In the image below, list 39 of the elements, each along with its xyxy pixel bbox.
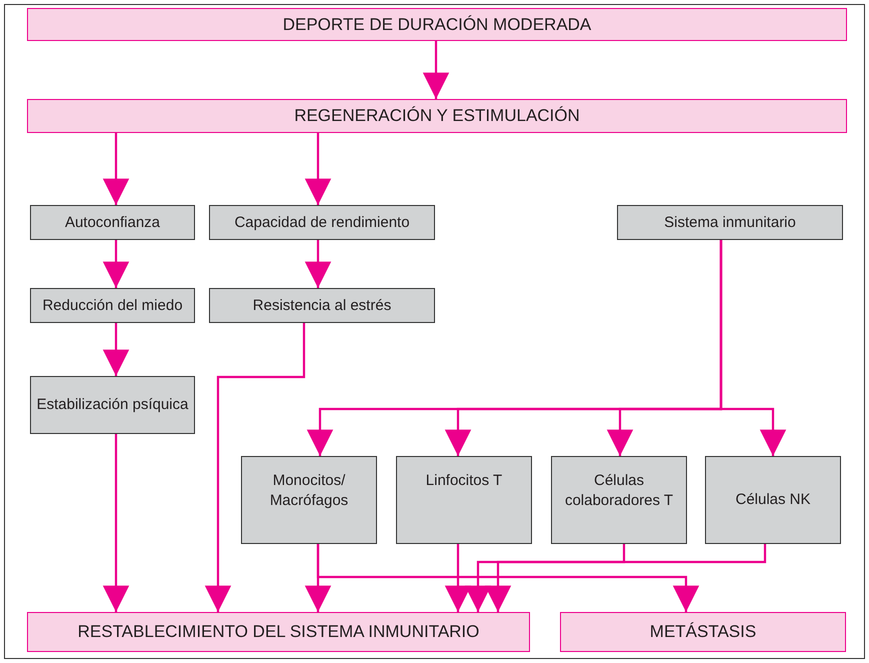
- process-box: [30, 288, 195, 323]
- process-box: [30, 205, 195, 240]
- arrow: [102, 434, 130, 612]
- process-box: [551, 456, 687, 544]
- node-label: REGENERACIÓN Y ESTIMULACIÓN: [294, 106, 580, 126]
- arrow: [204, 323, 306, 612]
- node-label: Sistema inmunitario: [664, 212, 796, 232]
- arrow: [316, 544, 700, 612]
- node-label: METÁSTASIS: [650, 622, 756, 642]
- outcome-bar: [27, 612, 530, 652]
- arrow: [304, 240, 332, 288]
- node-label: DEPORTE DE DURACIÓN MODERADA: [282, 14, 592, 34]
- process-box: [209, 288, 435, 323]
- process-bar: [27, 99, 847, 133]
- node-label: Resistencia al estrés: [252, 296, 392, 316]
- node-label: Capacidad de rendimiento: [234, 212, 410, 232]
- node-label: Monocitos/ Macrófagos: [268, 471, 350, 510]
- node-label: Linfocitos T: [426, 471, 502, 490]
- node-label: RESTABLECIMIENTO DEL SISTEMA INMUNITARIO: [78, 622, 480, 642]
- arrow: [102, 323, 130, 376]
- node-label: Autoconfianza: [64, 212, 160, 232]
- node-label: Células colaboradores T: [564, 471, 674, 510]
- process-box: [617, 205, 843, 240]
- arrow: [102, 133, 130, 205]
- arrow: [304, 133, 332, 205]
- process-box: [396, 456, 532, 544]
- outcome-bar: [560, 612, 846, 652]
- process-box: [241, 456, 377, 544]
- title-bar: [27, 8, 847, 41]
- process-box: [705, 456, 841, 544]
- arrow: [102, 240, 130, 288]
- node-label: Células NK: [735, 490, 811, 510]
- process-box: [209, 205, 435, 240]
- process-box: [30, 376, 195, 434]
- node-label: Reducción del miedo: [42, 296, 183, 316]
- arrow: [464, 544, 766, 612]
- arrow: [720, 240, 786, 456]
- node-label: Estabilización psíquica: [36, 395, 188, 415]
- arrow: [422, 41, 450, 99]
